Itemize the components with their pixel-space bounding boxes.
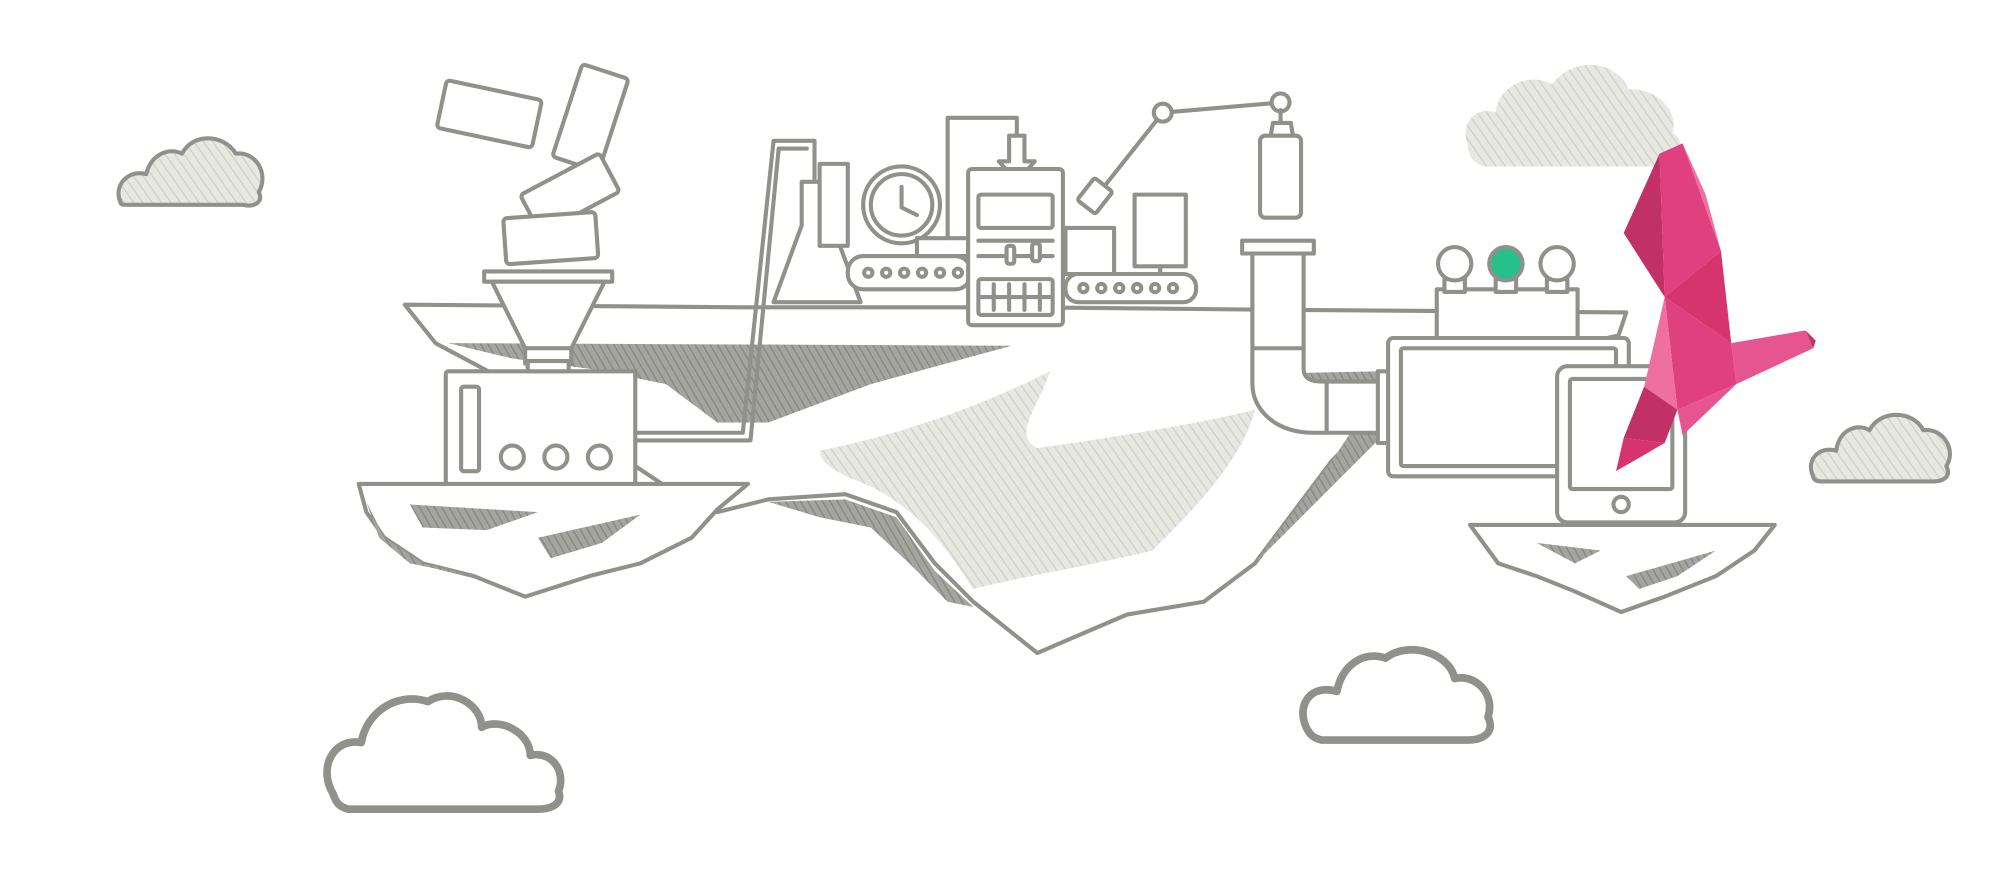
- robot-arm: [1076, 91, 1304, 220]
- left-island: [356, 481, 750, 599]
- conveyor-left: [845, 236, 973, 292]
- cloud-top-left: [116, 136, 265, 208]
- clock: [817, 161, 943, 248]
- conveyor-right: [1063, 192, 1199, 305]
- pipe-to-flask: [633, 138, 817, 443]
- status-light-green: [1487, 245, 1525, 283]
- cloud-bottom-left: [323, 692, 565, 814]
- origami-bird: [1616, 143, 1816, 472]
- control-unit: [945, 115, 1065, 328]
- falling-cards: [435, 62, 630, 267]
- cloud-right: [1808, 412, 1952, 484]
- cloud-top-right: [1465, 64, 1682, 167]
- cloud-bottom-middle: [1299, 645, 1495, 744]
- left-machine: [443, 359, 638, 487]
- right-island: [1467, 522, 1777, 615]
